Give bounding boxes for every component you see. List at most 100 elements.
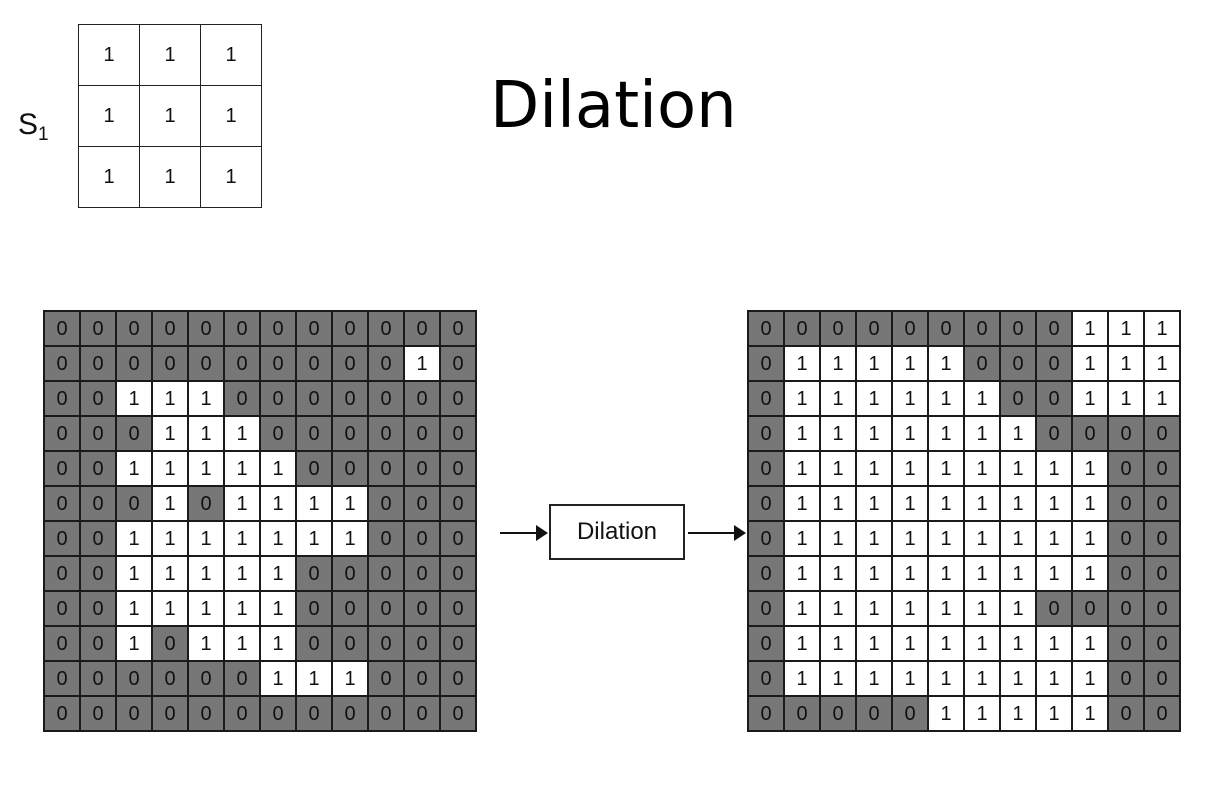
input-pixel-cell: 0	[367, 415, 405, 452]
output-pixel-cell: 0	[1035, 380, 1073, 417]
input-pixel-cell: 0	[295, 310, 333, 347]
input-pixel-cell: 0	[79, 520, 117, 557]
input-pixel-cell: 1	[223, 415, 261, 452]
output-pixel-cell: 1	[855, 380, 893, 417]
output-pixel-cell: 1	[963, 520, 1001, 557]
input-pixel-cell: 1	[151, 380, 189, 417]
input-pixel-cell: 0	[259, 415, 297, 452]
input-pixel-cell: 0	[403, 380, 441, 417]
kernel-cell: 1	[78, 85, 140, 147]
output-pixel-cell: 0	[1107, 450, 1145, 487]
input-pixel-cell: 1	[187, 520, 225, 557]
input-pixel-cell: 0	[331, 380, 369, 417]
input-pixel-cell: 0	[259, 310, 297, 347]
input-pixel-cell: 1	[151, 415, 189, 452]
output-pixel-cell: 1	[999, 520, 1037, 557]
output-pixel-cell: 1	[855, 590, 893, 627]
output-pixel-cell: 0	[747, 345, 785, 382]
input-pixel-cell: 0	[151, 695, 189, 732]
input-pixel-cell: 0	[331, 695, 369, 732]
output-pixel-cell: 0	[1143, 555, 1181, 592]
input-pixel-cell: 0	[403, 415, 441, 452]
output-pixel-cell: 1	[1035, 555, 1073, 592]
input-pixel-cell: 0	[439, 625, 477, 662]
output-pixel-cell: 0	[1143, 590, 1181, 627]
input-pixel-cell: 0	[295, 695, 333, 732]
output-pixel-cell: 0	[891, 695, 929, 732]
input-pixel-cell: 0	[367, 485, 405, 522]
output-pixel-cell: 0	[1107, 660, 1145, 697]
output-pixel-cell: 1	[1071, 625, 1109, 662]
input-pixel-cell: 0	[439, 555, 477, 592]
output-pixel-cell: 1	[783, 345, 821, 382]
page-title: Dilation	[490, 69, 737, 143]
output-pixel-cell: 1	[927, 520, 965, 557]
output-pixel-cell: 1	[783, 485, 821, 522]
output-pixel-cell: 1	[891, 380, 929, 417]
input-pixel-cell: 0	[331, 415, 369, 452]
input-pixel-cell: 1	[259, 450, 297, 487]
output-pixel-cell: 0	[1143, 520, 1181, 557]
output-pixel-cell: 0	[1071, 415, 1109, 452]
output-pixel-cell: 0	[1143, 625, 1181, 662]
input-pixel-cell: 0	[115, 695, 153, 732]
input-pixel-cell: 1	[259, 555, 297, 592]
output-pixel-cell: 0	[747, 520, 785, 557]
output-pixel-cell: 1	[855, 345, 893, 382]
output-pixel-cell: 1	[783, 555, 821, 592]
output-pixel-cell: 0	[783, 695, 821, 732]
kernel-cell: 1	[200, 24, 262, 86]
input-pixel-cell: 1	[187, 450, 225, 487]
output-pixel-cell: 1	[819, 625, 857, 662]
output-pixel-cell: 1	[819, 590, 857, 627]
output-pixel-cell: 1	[819, 660, 857, 697]
input-pixel-cell: 0	[367, 310, 405, 347]
input-pixel-cell: 1	[223, 520, 261, 557]
output-pixel-cell: 1	[999, 625, 1037, 662]
output-pixel-cell: 1	[963, 415, 1001, 452]
output-pixel-cell: 1	[999, 450, 1037, 487]
kernel-cell: 1	[78, 146, 140, 208]
input-pixel-cell: 0	[79, 625, 117, 662]
input-pixel-cell: 0	[367, 450, 405, 487]
output-pixel-cell: 0	[1035, 310, 1073, 347]
input-pixel-cell: 1	[223, 485, 261, 522]
output-pixel-cell: 1	[927, 590, 965, 627]
structuring-element-name: S	[18, 108, 39, 141]
output-pixel-cell: 1	[819, 520, 857, 557]
input-pixel-cell: 0	[43, 555, 81, 592]
input-pixel-cell: 1	[151, 590, 189, 627]
input-pixel-cell: 0	[403, 485, 441, 522]
input-pixel-cell: 0	[439, 345, 477, 382]
output-pixel-cell: 1	[783, 625, 821, 662]
output-pixel-cell: 1	[891, 520, 929, 557]
input-pixel-cell: 1	[187, 555, 225, 592]
input-pixel-cell: 0	[439, 450, 477, 487]
output-pixel-cell: 1	[963, 660, 1001, 697]
input-pixel-cell: 0	[367, 590, 405, 627]
output-pixel-cell: 1	[927, 450, 965, 487]
input-pixel-cell: 0	[403, 555, 441, 592]
output-pixel-cell: 0	[783, 310, 821, 347]
input-pixel-cell: 1	[331, 660, 369, 697]
output-pixel-cell: 0	[747, 555, 785, 592]
input-pixel-cell: 0	[43, 380, 81, 417]
output-pixel-cell: 0	[855, 695, 893, 732]
operation-label: Dilation	[576, 518, 658, 545]
output-pixel-cell: 0	[819, 310, 857, 347]
output-pixel-cell: 0	[1143, 695, 1181, 732]
output-pixel-cell: 0	[1107, 485, 1145, 522]
output-pixel-cell: 1	[891, 345, 929, 382]
input-pixel-cell: 0	[115, 345, 153, 382]
output-pixel-cell: 1	[927, 695, 965, 732]
input-pixel-cell: 0	[115, 485, 153, 522]
input-pixel-cell: 1	[259, 590, 297, 627]
input-pixel-cell: 0	[187, 310, 225, 347]
